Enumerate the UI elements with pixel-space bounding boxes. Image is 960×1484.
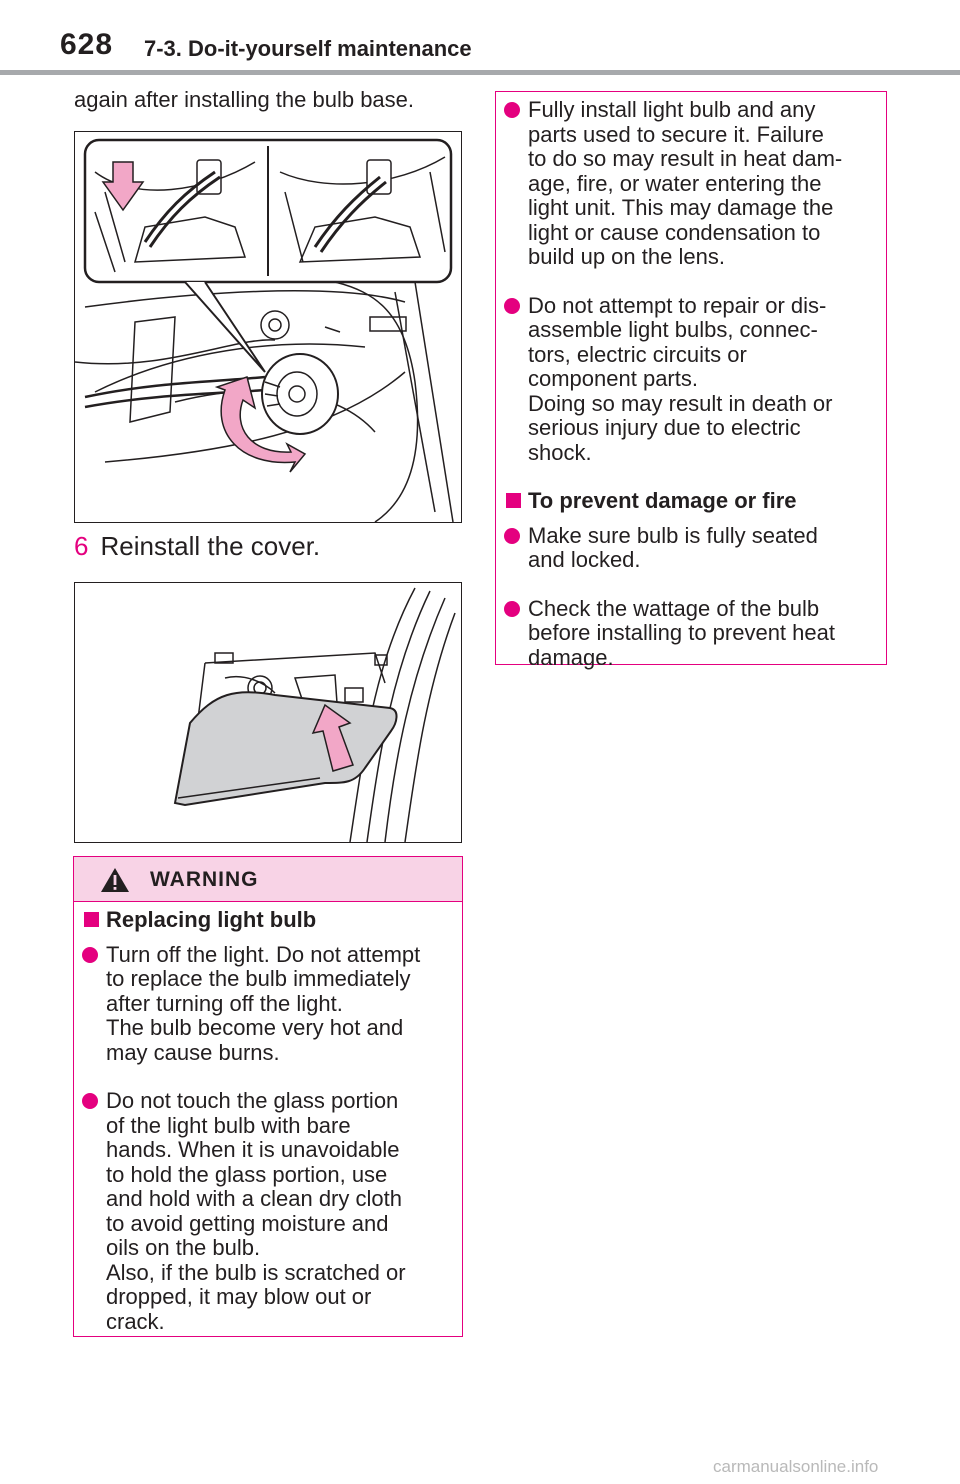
continued-subheading: To prevent damage or fire (496, 488, 886, 514)
list-item: Do not attempt to repair or dis-assemble… (496, 293, 886, 466)
cover-reinstall-illustration (74, 582, 462, 843)
warning-box: WARNING Replacing light bulb Turn off th… (73, 856, 463, 1337)
warning-subheading: Replacing light bulb (74, 907, 462, 933)
watermark: carmanualsonline.info (713, 1457, 879, 1476)
round-bullet-icon (82, 1093, 98, 1109)
square-bullet-icon (84, 912, 99, 927)
square-bullet-icon (506, 493, 521, 508)
page-number: 628 (60, 28, 114, 61)
intro-text: again after installing the bulb base. (74, 87, 415, 112)
round-bullet-icon (82, 946, 98, 963)
header-rule (0, 70, 960, 75)
step-text: Reinstall the cover. (100, 531, 321, 561)
warning-triangle-icon (101, 868, 129, 892)
round-bullet-icon (504, 600, 520, 617)
round-bullet-icon (504, 102, 520, 118)
round-bullet-icon (504, 297, 520, 314)
section-title: 7-3. Do-it-yourself maintenance (144, 36, 472, 61)
bulb-install-illustration (74, 131, 462, 523)
round-bullet-icon (504, 527, 520, 544)
warning-title: WARNING (150, 868, 259, 891)
warning-content: Replacing light bulb Turn off the light.… (74, 907, 462, 1358)
warning-header: WARNING (74, 857, 462, 902)
step-6: 6 Reinstall the cover. (74, 531, 320, 562)
step-number: 6 (74, 531, 89, 561)
